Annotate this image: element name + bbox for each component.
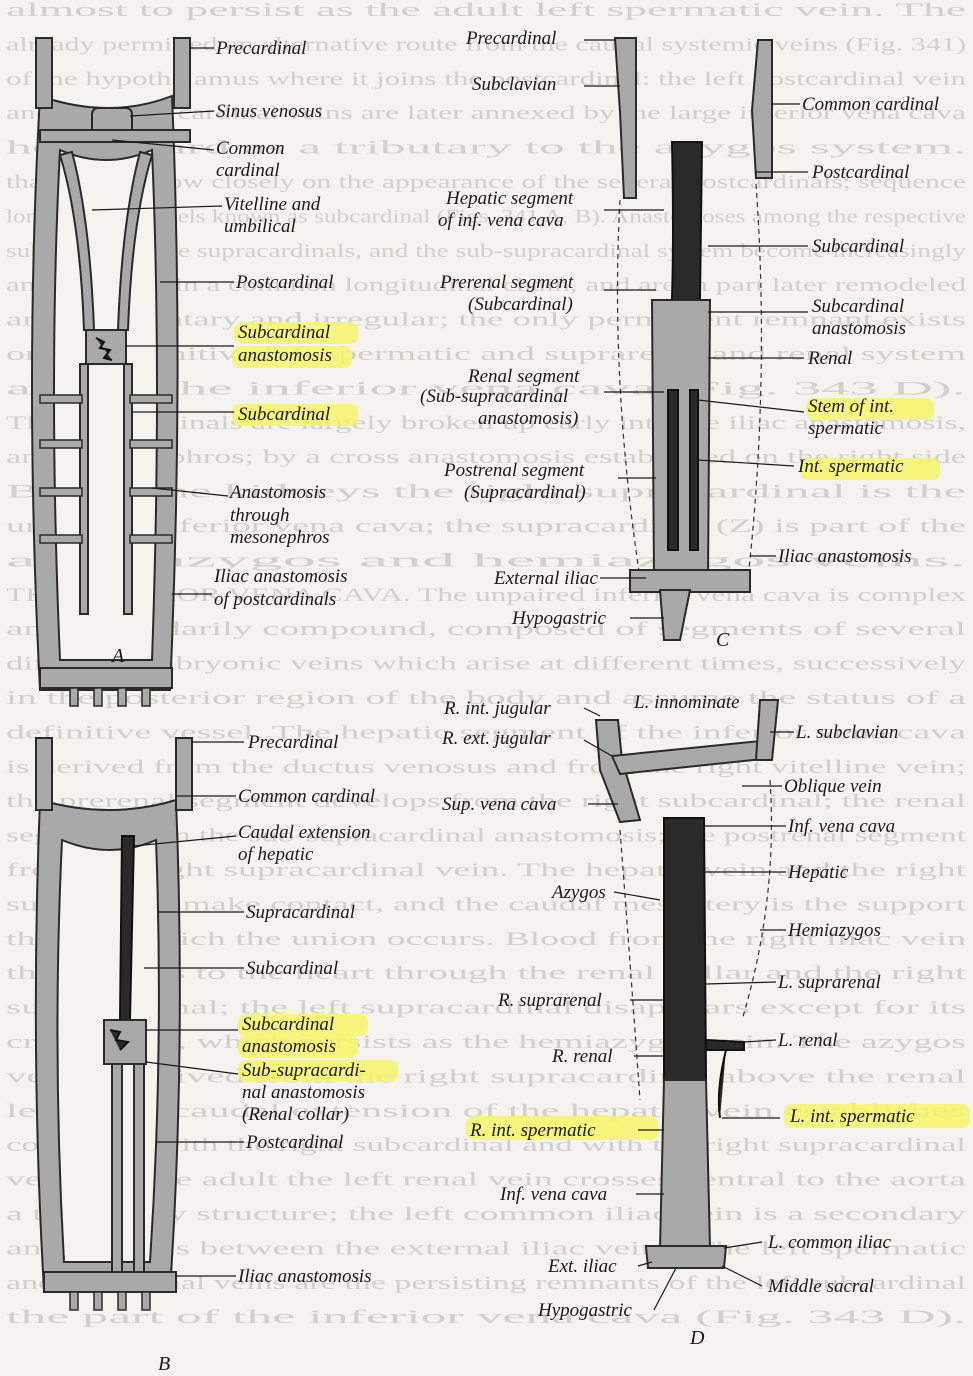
- label-c-postcardinal: Postcardinal: [811, 162, 909, 183]
- label-c-subcardinal-anastomosis-1: Subcardinal: [812, 296, 904, 317]
- label-d-inf-vena-cava: Inf. vena cava: [499, 1184, 607, 1205]
- panel-d-inf-vena-cava-dark: [664, 818, 706, 1080]
- label-c-iliac-anastomosis: Iliac anastomosis: [777, 546, 912, 567]
- panel-c-postrenal-segment: [652, 300, 710, 580]
- label-c-postrenal-1: Postrenal segment: [443, 460, 585, 481]
- label-d-r-suprarenal: R. suprarenal: [497, 990, 602, 1011]
- label-d-middle-sacral: Middle sacral: [767, 1276, 874, 1297]
- label-c-common-cardinal: Common cardinal: [802, 94, 939, 115]
- label-b-subcardinal-anastomosis-1: Subcardinal: [242, 1014, 334, 1035]
- panel-c-iliac-anastomosis: [630, 570, 750, 592]
- label-c-subclavian: Subclavian: [472, 74, 556, 95]
- label-d-sup-vena-cava: Sup. vena cava: [442, 794, 556, 815]
- label-c-renal-segment-2: (Sub-supracardinal: [420, 386, 568, 407]
- label-b-caudal-hepatic-1: Caudal extension: [238, 822, 370, 843]
- label-b-renal-collar-3: (Renal collar): [242, 1104, 349, 1125]
- label-b-renal-collar-1: Sub-supracardi-: [242, 1060, 366, 1081]
- label-d-l-innominate: L. innominate: [633, 692, 740, 713]
- label-d-r-renal: R. renal: [551, 1046, 613, 1067]
- label-b-postcardinal: Postcardinal: [245, 1132, 343, 1153]
- panel-b-right-precardinal: [176, 738, 192, 810]
- label-a-vitelline-1: Vitelline and: [224, 194, 321, 215]
- label-d-r-int-jugular: R. int. jugular: [443, 698, 551, 719]
- label-d-r-int-spermatic: R. int. spermatic: [469, 1120, 596, 1141]
- label-a-common-cardinal-2: cardinal: [216, 160, 280, 181]
- label-b-subcardinal: Subcardinal: [246, 958, 338, 979]
- label-a-iliac-1: Iliac anastomosis: [213, 566, 348, 587]
- label-c-stem-spermatic-1: Stem of int.: [808, 396, 894, 417]
- label-d-azygos: Azygos: [550, 882, 606, 903]
- caption-a: A: [110, 645, 125, 667]
- label-a-common-cardinal-1: Common: [216, 138, 285, 159]
- label-c-int-spermatic: Int. spermatic: [797, 456, 904, 477]
- label-a-mesonephros-2: through: [230, 505, 289, 526]
- panel-d-inf-vena-cava: [660, 1080, 710, 1248]
- label-a-mesonephros-3: mesonephros: [230, 527, 330, 548]
- label-a-vitelline-2: umbilical: [224, 216, 296, 237]
- label-c-hypogastric: Hypogastric: [511, 608, 607, 629]
- label-d-inf-vena-cava-top: Inf. vena cava: [787, 816, 895, 837]
- panel-a: [32, 38, 190, 706]
- label-d-oblique-vein: Oblique vein: [784, 776, 882, 797]
- label-d-l-renal: L. renal: [777, 1030, 837, 1051]
- label-c-postrenal-2: (Supracardinal): [464, 482, 586, 503]
- label-c-renal: Renal: [807, 348, 852, 369]
- label-b-renal-collar-2: nal anastomosis: [242, 1082, 365, 1103]
- label-c-stem-spermatic-2: spermatic: [808, 418, 884, 439]
- label-d-l-subclavian: L. subclavian: [795, 722, 898, 743]
- label-a-postcardinal: Postcardinal: [235, 272, 333, 293]
- label-b-subcardinal-anastomosis-2: anastomosis: [242, 1036, 336, 1057]
- label-d-l-int-spermatic: L. int. spermatic: [789, 1106, 915, 1127]
- label-c-renal-segment-1: Renal segment: [467, 366, 580, 387]
- label-d-l-common-iliac: L. common iliac: [767, 1232, 892, 1253]
- label-a-sinus-venosus: Sinus venosus: [216, 101, 322, 122]
- label-c-hepatic-segment-2: of inf. vena cava: [438, 210, 564, 231]
- label-b-caudal-hepatic-2: of hepatic: [238, 844, 314, 865]
- panel-a-right-precardinal: [174, 38, 190, 108]
- label-b-common-cardinal: Common cardinal: [238, 786, 375, 807]
- panel-b-left-precardinal: [36, 738, 52, 810]
- label-a-precardinal: Precardinal: [215, 38, 306, 59]
- label-d-hemiazygos: Hemiazygos: [787, 920, 881, 941]
- caption-c: C: [716, 629, 730, 651]
- label-c-hepatic-segment-1: Hepatic segment: [445, 188, 574, 209]
- label-b-precardinal: Precardinal: [247, 732, 338, 753]
- background-text-line: almost to persist as the adult left sper…: [6, 0, 966, 21]
- label-c-renal-segment-3: anastomosis): [478, 408, 578, 429]
- label-a-iliac-2: of postcardinals: [214, 589, 336, 610]
- label-c-external-iliac: External iliac: [493, 568, 599, 589]
- label-a-subcardinal: Subcardinal: [238, 404, 330, 425]
- label-c-precardinal: Precardinal: [465, 28, 556, 49]
- label-d-l-suprarenal: L. suprarenal: [777, 972, 881, 993]
- label-b-supracardinal: Supracardinal: [246, 902, 355, 923]
- panel-c-left-precardinal: [752, 40, 772, 178]
- label-c-subcardinal-anastomosis-2: anastomosis: [812, 318, 906, 339]
- label-a-subcardinal-anastomosis-2: anastomosis: [238, 345, 332, 366]
- label-c-prerenal-2: (Subcardinal): [468, 294, 573, 315]
- label-d-ext-iliac: Ext. iliac: [547, 1256, 617, 1277]
- label-c-subcardinal: Subcardinal: [812, 236, 904, 257]
- label-b-iliac-anastomosis: Iliac anastomosis: [237, 1266, 372, 1287]
- label-d-hypogastric: Hypogastric: [537, 1300, 633, 1321]
- label-a-mesonephros-1: Anastomosis: [228, 482, 326, 503]
- label-c-prerenal-1: Prerenal segment: [439, 272, 574, 293]
- label-a-subcardinal-anastomosis-1: Subcardinal: [238, 322, 330, 343]
- panel-a-left-precardinal: [36, 38, 52, 108]
- background-text-line: is derived from the ductus venosus and f…: [6, 757, 966, 778]
- label-d-hepatic: Hepatic: [787, 862, 849, 883]
- panel-b: [36, 738, 192, 1310]
- label-d-r-ext-jugular: R. ext. jugular: [441, 728, 551, 749]
- caption-d: D: [689, 1327, 705, 1349]
- caption-b: B: [158, 1353, 170, 1375]
